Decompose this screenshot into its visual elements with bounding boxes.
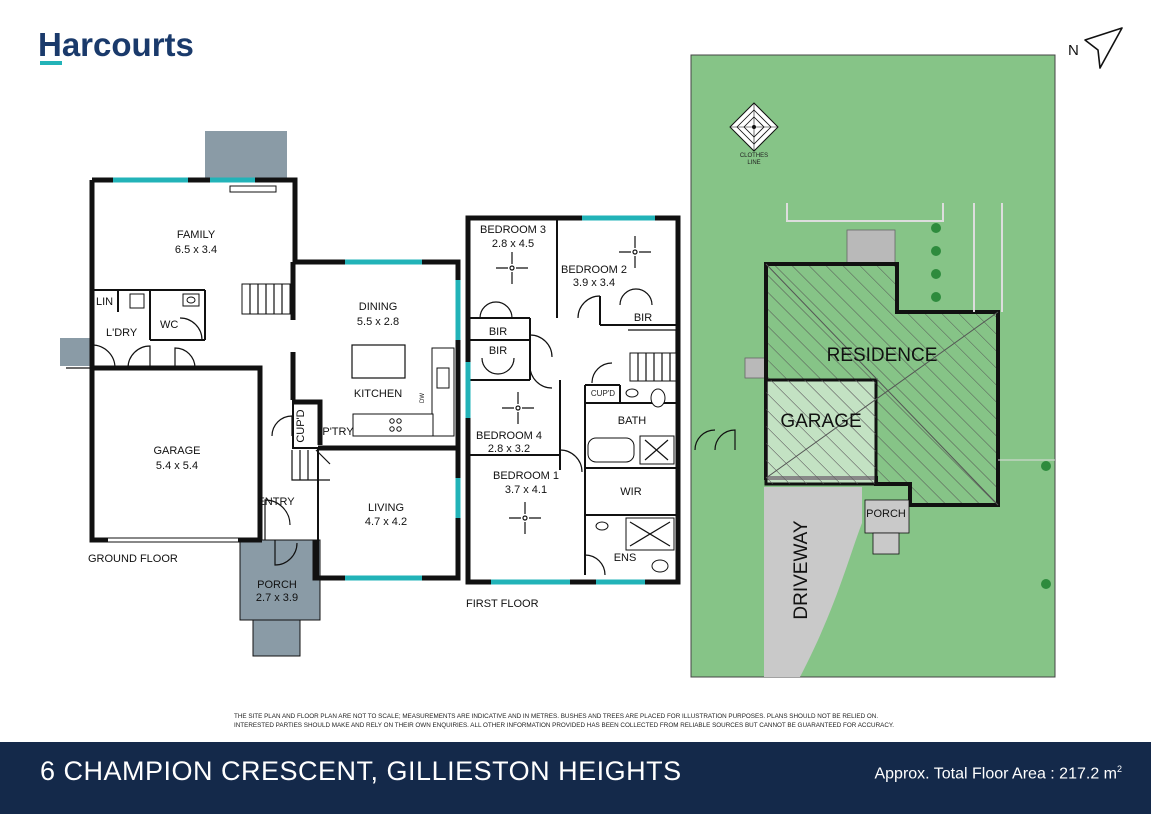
kitchen-cooktop-bench — [352, 413, 434, 437]
room-cupboard: CUP'D — [295, 409, 307, 442]
alfresco-pad — [205, 131, 287, 179]
room-laundry: L'DRY — [106, 327, 138, 339]
site-porch-label: PORCH — [866, 508, 906, 520]
room-garage: GARAGE — [153, 445, 200, 457]
site-residence-label: RESIDENCE — [827, 345, 938, 366]
room-porch: PORCH — [257, 579, 297, 591]
site-plan: CLOTHES LINE RESIDENCE GARAGE DRIVEWAY P… — [690, 54, 1056, 678]
room-bedroom-4-size: 2.8 x 3.2 — [488, 443, 530, 455]
room-bedroom-1: BEDROOM 1 — [493, 470, 559, 482]
kitchen-bench — [431, 347, 455, 437]
room-bedroom-4: BEDROOM 4 — [476, 430, 542, 442]
driveway — [764, 487, 862, 677]
total-floor-area: Approx. Total Floor Area : 217.2 m2 — [874, 764, 1122, 783]
disclaimer-line-2: Interested parties should make and rely … — [234, 722, 895, 729]
room-porch-size: 2.7 x 3.9 — [256, 592, 298, 604]
room-dining-size: 5.5 x 2.8 — [357, 316, 399, 328]
room-dining: DINING — [359, 301, 398, 313]
dishwasher-label: DW — [420, 393, 426, 403]
room-bir-bedroom-2: BIR — [634, 312, 652, 324]
brand-underline — [40, 61, 62, 65]
ground-floor-stairs — [241, 283, 331, 481]
toilet — [650, 388, 666, 408]
room-living: LIVING — [368, 502, 404, 514]
room-entry: ENTRY — [257, 496, 295, 508]
room-bir-bedroom-3: BIR — [489, 326, 507, 338]
bathtub — [587, 437, 635, 463]
first-floor-stairs — [628, 329, 677, 382]
first-floor-label: FIRST FLOOR — [466, 598, 539, 610]
room-pantry: P'TRY — [322, 426, 354, 438]
room-bedroom-2-size: 3.9 x 3.4 — [573, 277, 615, 289]
north-arrow-icon: N — [1068, 27, 1123, 69]
harcourts-logo: Harcourts — [38, 26, 194, 65]
ceiling-fan-icon — [496, 236, 651, 534]
kitchen-sink — [436, 367, 450, 389]
room-family-size: 6.5 x 3.4 — [175, 244, 217, 256]
clothes-line-label-2: LINE — [747, 160, 760, 166]
room-bedroom-2: BEDROOM 2 — [561, 264, 627, 276]
north-label: N — [1068, 42, 1079, 59]
disclaimer-line-1: The site plan and floor plan are not to … — [234, 713, 879, 720]
porch-step — [252, 619, 301, 657]
floor-area-text: Approx. Total Floor Area : 217.2 m — [874, 765, 1117, 783]
clothes-line-icon — [729, 102, 779, 152]
room-wir: WIR — [620, 486, 641, 498]
ground-floor-label: GROUND FLOOR — [88, 553, 178, 565]
room-ensuite: ENS — [614, 552, 637, 564]
room-bedroom-3-size: 2.8 x 4.5 — [492, 238, 534, 250]
site-driveway-label: DRIVEWAY — [791, 520, 812, 620]
clothes-line-label: CLOTHES — [740, 153, 768, 159]
laundry-step — [60, 338, 90, 366]
room-bedroom-3: BEDROOM 3 — [480, 224, 546, 236]
kitchen-island — [351, 344, 406, 379]
room-linen: LIN — [96, 296, 113, 308]
room-family: FAMILY — [177, 229, 216, 241]
first-floor-plan: BEDROOM 3 2.8 x 4.5 BEDROOM 2 3.9 x 3.4 … — [465, 215, 681, 610]
shrub-icon — [931, 223, 1051, 589]
brand-name: Harcourts — [38, 26, 194, 63]
disclaimer: The site plan and floor plan are not to … — [234, 712, 934, 730]
room-bedroom-1-size: 3.7 x 4.1 — [505, 484, 547, 496]
footer-bar: 6 CHAMPION CRESCENT, GILLIESTON HEIGHTS … — [0, 742, 1151, 814]
property-address: 6 CHAMPION CRESCENT, GILLIESTON HEIGHTS — [40, 756, 682, 786]
room-kitchen: KITCHEN — [354, 388, 402, 400]
ground-floor-plan: FAMILY 6.5 x 3.4 DINING 5.5 x 2.8 KITCHE… — [60, 131, 461, 657]
room-wc: WC — [160, 319, 178, 331]
room-bath: BATH — [618, 415, 647, 427]
room-garage-size: 5.4 x 5.4 — [156, 460, 198, 472]
site-garage-label: GARAGE — [780, 411, 861, 432]
room-living-size: 4.7 x 4.2 — [365, 516, 407, 528]
room-bir-bedroom-4: BIR — [489, 345, 507, 357]
porch-area — [239, 539, 321, 621]
room-cupboard-upstairs: CUP'D — [591, 389, 615, 398]
